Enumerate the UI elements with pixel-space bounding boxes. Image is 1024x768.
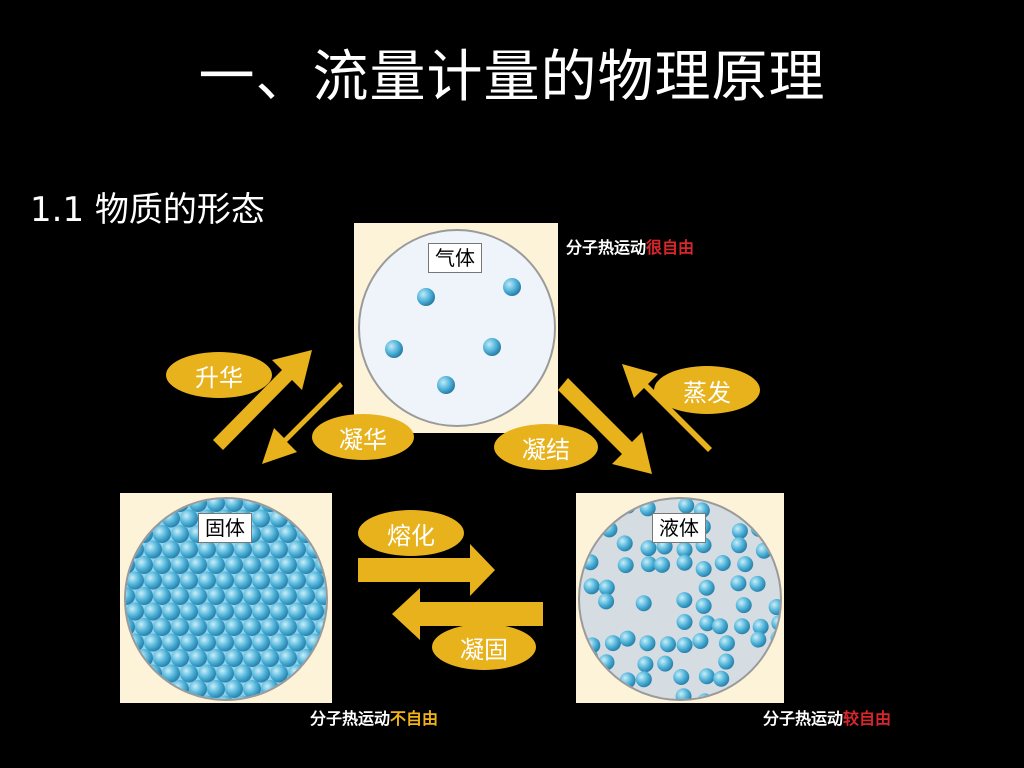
oval-freezing: 凝固: [432, 624, 536, 670]
solid-circle: 固体: [124, 497, 328, 701]
gas-panel: 气体: [354, 223, 558, 433]
arrow-desublimation: [262, 382, 343, 464]
arrow-evaporation: [622, 364, 712, 452]
oval-melting: 熔化: [358, 510, 464, 556]
oval-condensation: 凝结: [494, 424, 598, 470]
oval-sublimation: 升华: [166, 352, 272, 398]
liquid-particles: [580, 499, 780, 699]
arrow-condensation: [558, 378, 652, 474]
arrow-sublimation: [213, 350, 312, 450]
liquid-label: 液体: [652, 513, 706, 543]
liquid-circle: 液体: [578, 497, 782, 701]
gas-label: 气体: [428, 243, 482, 273]
page-title: 一、流量计量的物理原理: [198, 45, 826, 110]
gas-note: 分子热运动很自由: [566, 238, 695, 257]
solid-particles: [126, 499, 326, 699]
oval-evaporation: 蒸发: [654, 366, 760, 414]
arrow-freezing: [392, 588, 543, 640]
solid-label: 固体: [198, 513, 252, 543]
liquid-note: 分子热运动较自由: [763, 709, 892, 728]
solid-note: 分子热运动不自由: [310, 709, 439, 728]
arrow-melting: [358, 544, 495, 596]
section-heading: 1.1 物质的形态: [30, 190, 265, 230]
liquid-panel: 液体: [576, 493, 784, 703]
solid-panel: 固体: [120, 493, 332, 703]
gas-particles: [385, 278, 521, 394]
oval-desublimation: 凝华: [312, 414, 414, 460]
gas-circle: 气体: [358, 229, 556, 427]
